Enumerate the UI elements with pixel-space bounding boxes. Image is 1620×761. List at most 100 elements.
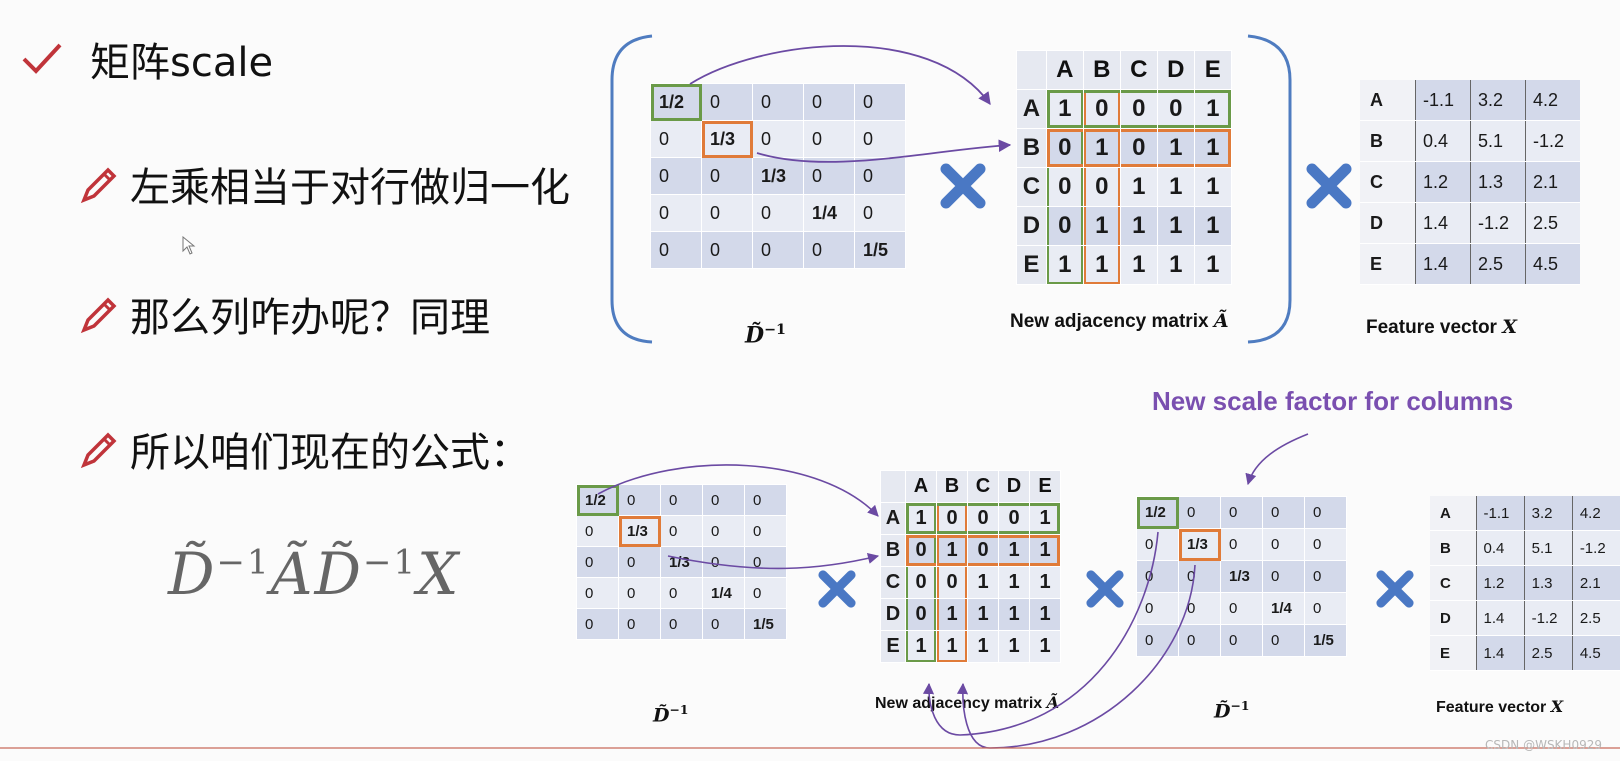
matrix-cell: 2.1 [1571, 565, 1620, 601]
matrix-cell: 0 [803, 83, 855, 121]
caption-text: Feature vector [1436, 699, 1547, 716]
matrix-cell: 0 [660, 577, 703, 609]
matrix-cell: 1.2 [1475, 565, 1525, 601]
matrix-cell: 1 [1193, 89, 1232, 129]
matrix-cell: 0 [744, 484, 787, 516]
matrix-cell: 0 [1119, 128, 1158, 168]
matrix-cell: 1.4 [1415, 243, 1471, 285]
matrix-cell: -1.1 [1415, 80, 1471, 121]
matrix-cell: 0 [1045, 206, 1084, 246]
matrix-cell: 0 [701, 231, 753, 269]
matrix-cell: 0 [752, 231, 804, 269]
matrix-cell: 0 [752, 83, 804, 121]
pencil-icon [80, 167, 117, 204]
matrix-cell: 0 [1045, 167, 1084, 207]
matrix-cell: 1 [936, 534, 968, 567]
matrix-cell: 1 [1193, 128, 1232, 168]
matrix-cell: 1.4 [1475, 600, 1525, 636]
row-label: A [1360, 80, 1416, 121]
d-symbol: D̃ [745, 322, 765, 349]
watermark: CSDN @WSKH0929 [1485, 738, 1602, 752]
matrix-cell: 0 [650, 157, 702, 195]
row-label: A [1430, 496, 1476, 531]
column-label: E [1029, 470, 1061, 503]
matrix-cell: 1 [998, 534, 1030, 567]
top-adjacency-caption: New adjacency matrix Ã [1010, 310, 1229, 333]
multiply-icon [1306, 163, 1352, 209]
matrix-cell: 1 [1119, 167, 1158, 207]
row-label: A [1016, 89, 1047, 129]
matrix-cell: 1 [1029, 502, 1061, 535]
multiply-icon [818, 570, 856, 608]
column-label: D [998, 470, 1030, 503]
matrix-cell: 0 [803, 231, 855, 269]
matrix-cell: 0 [1304, 496, 1347, 529]
matrix-cell: 2.5 [1525, 202, 1580, 244]
matrix-cell: 0 [1262, 624, 1305, 657]
column-label: C [967, 470, 999, 503]
bullet-3: 所以咱们现在的公式： [76, 420, 530, 478]
matrix-cell: 1 [1119, 245, 1158, 285]
matrix-cell: 0 [660, 608, 703, 640]
matrix-cell: 1 [1119, 206, 1158, 246]
bullet-title: 矩阵scale [20, 30, 273, 88]
bottom-d-inverse-left-label: D̃−1 [653, 702, 688, 726]
matrix-cell: 0 [650, 194, 702, 232]
matrix-cell: 1 [998, 630, 1030, 663]
matrix-cell: 0 [744, 515, 787, 547]
column-label: B [936, 470, 968, 503]
row-label: E [1016, 245, 1047, 285]
row-label: D [880, 598, 906, 631]
caption-symbol: Ã [1213, 310, 1229, 332]
matrix-cell: 2.5 [1571, 600, 1620, 636]
row-label: C [1016, 167, 1047, 207]
matrix-cell: 0 [967, 534, 999, 567]
matrix-cell: 1 [998, 598, 1030, 631]
matrix-cell: 1 [936, 630, 968, 663]
matrix-corner [1016, 50, 1047, 90]
matrix-cell: 0 [854, 157, 906, 195]
d-symbol: D̃ [653, 704, 670, 727]
matrix-cell: 0 [803, 120, 855, 158]
matrix-cell: 0 [576, 515, 619, 547]
matrix-cell: 0 [702, 546, 745, 578]
matrix-cell: 1 [1082, 128, 1121, 168]
bottom-adjacency-caption: New adjacency matrix Ã [875, 693, 1059, 713]
matrix-cell: 0 [1136, 624, 1179, 657]
matrix-cell: 0 [1262, 560, 1305, 593]
bullet-2: 那么列咋办呢？同理 [76, 285, 490, 343]
matrix-cell: 1 [1156, 167, 1195, 207]
pencil-icon [80, 297, 117, 334]
matrix-cell: 0 [936, 502, 968, 535]
matrix-cell: 0 [1262, 528, 1305, 561]
matrix-cell: 0.4 [1475, 530, 1525, 566]
formula-d2: D̃ [314, 540, 364, 608]
matrix-cell: 1 [1045, 245, 1084, 285]
matrix-cell: 1 [1193, 167, 1232, 207]
row-label: B [880, 534, 906, 567]
